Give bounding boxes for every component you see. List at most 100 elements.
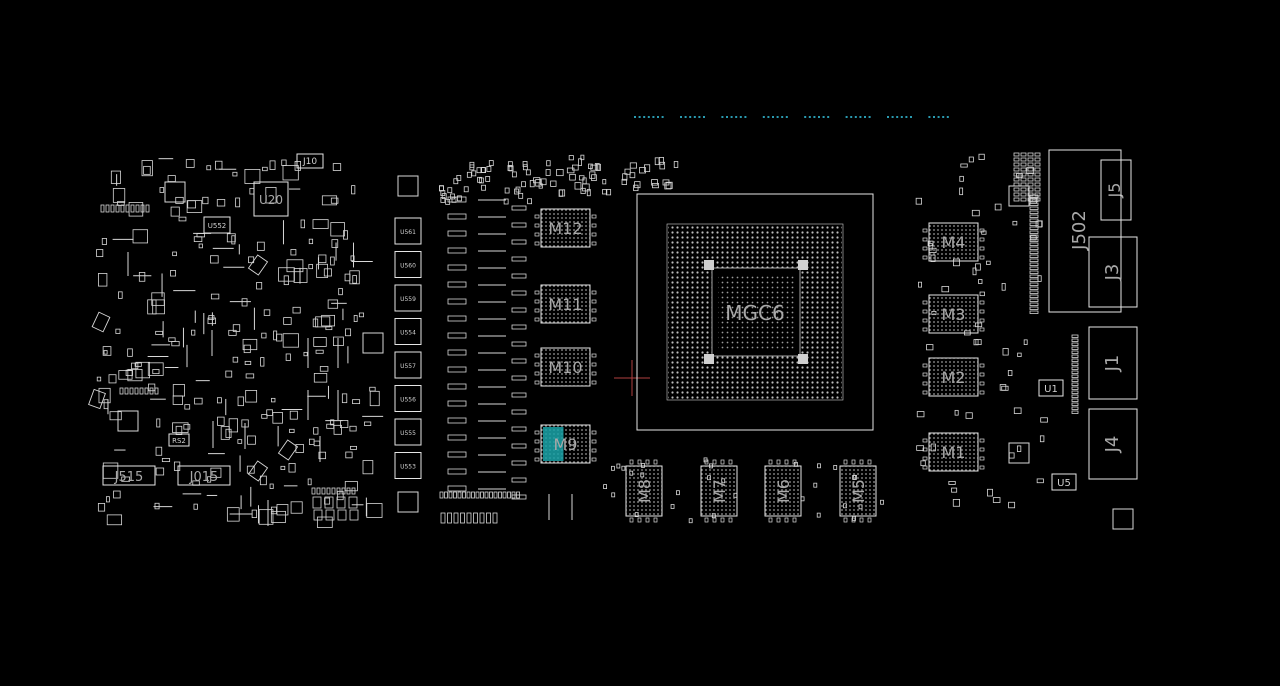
ic-rs2[interactable]: RS2 <box>168 433 190 447</box>
pad <box>534 317 540 322</box>
net-dot <box>850 116 853 118</box>
connector-j515[interactable]: J515 <box>102 465 156 486</box>
pad <box>776 459 781 465</box>
smd-pad <box>172 251 177 257</box>
smd-pad <box>566 167 575 174</box>
phase-ic-u559[interactable]: U559 <box>394 284 422 312</box>
smd-pad <box>473 512 478 524</box>
smd-pad <box>1027 167 1034 172</box>
net-dot <box>657 116 659 118</box>
smd-pad <box>816 512 821 518</box>
connector-j3[interactable]: J3 <box>1088 236 1138 308</box>
smd-pad <box>350 255 355 262</box>
phase-ic-u557[interactable]: U557 <box>394 351 422 379</box>
ic-u1[interactable]: U1 <box>1038 379 1064 397</box>
connector-j502[interactable]: J502 <box>1048 149 1122 313</box>
memory-chip-m12[interactable]: M12 <box>534 208 597 248</box>
smd-pad <box>228 418 239 433</box>
smd-pad <box>447 281 467 288</box>
phase-ic-u554[interactable]: U554 <box>394 318 422 345</box>
net-dot <box>804 116 807 118</box>
smd-pad <box>1013 192 1020 197</box>
smd-pad <box>307 478 312 486</box>
pad <box>591 299 597 304</box>
pad <box>591 290 597 295</box>
smd-pad <box>144 387 149 395</box>
phase-ic-u561[interactable]: U561 <box>394 217 422 245</box>
smd-pad <box>353 315 358 322</box>
smd-pad <box>175 425 183 435</box>
memory-chip-m1[interactable]: M1 <box>922 432 985 472</box>
smd-pad <box>124 387 129 395</box>
memory-chip-m4[interactable]: M4 <box>922 222 985 262</box>
smd-pad <box>1071 334 1079 338</box>
gpu-package[interactable]: MGC6 <box>636 193 874 431</box>
ic-u552[interactable]: U552 <box>203 216 231 234</box>
smd-pad <box>248 256 255 264</box>
smd-pad <box>308 238 314 245</box>
smd-pad <box>918 281 922 288</box>
phase-ic-u560[interactable]: U560 <box>394 251 422 278</box>
pad <box>629 517 634 523</box>
pad <box>922 309 928 314</box>
smd-pad <box>1013 407 1022 414</box>
smd-pad <box>1013 172 1020 177</box>
smd-pad <box>484 491 489 499</box>
memory-chip-m8[interactable]: M8 <box>625 459 663 523</box>
smd-pad <box>113 490 121 499</box>
pad <box>534 241 540 246</box>
smd-pad <box>125 369 133 376</box>
smd-pad <box>975 339 982 346</box>
net-dot <box>822 116 825 118</box>
smd-pad <box>1071 354 1079 358</box>
net-dot <box>767 116 770 118</box>
connector-j4[interactable]: J4 <box>1088 408 1138 480</box>
smd-pad <box>994 203 1002 211</box>
smd-pad <box>270 510 286 523</box>
net-dot <box>776 116 779 118</box>
connector-j10[interactable]: J10 <box>296 153 324 169</box>
smd-pad <box>673 161 679 168</box>
smd-pad <box>108 374 117 384</box>
smd-pad <box>580 154 585 161</box>
smd-pad <box>1020 157 1027 162</box>
memory-chip-body <box>839 465 877 517</box>
memory-chip-m7[interactable]: M7 <box>700 459 738 523</box>
pad <box>591 241 597 246</box>
smd-pad <box>336 496 346 509</box>
smd-pad <box>954 409 959 416</box>
connector-j5[interactable]: J5 <box>1100 159 1132 221</box>
memory-chip-m9[interactable]: M9 <box>534 424 597 464</box>
smd-pad <box>514 188 519 195</box>
smd-pad <box>971 209 980 217</box>
memory-chip-m3[interactable]: M3 <box>922 294 985 334</box>
phase-ic-u553[interactable]: U553 <box>394 452 422 479</box>
pad <box>922 390 928 395</box>
smd-pad <box>269 160 276 170</box>
connector-j015[interactable]: J015 <box>177 465 231 486</box>
smd-pad <box>352 275 357 284</box>
phase-ic-u556[interactable]: U556 <box>394 385 422 412</box>
phase-ic-u555[interactable]: U555 <box>394 418 422 446</box>
memory-chip-m6[interactable]: M6 <box>764 459 802 523</box>
memory-chip-m11[interactable]: M11 <box>534 284 597 324</box>
smd-pad <box>1027 152 1034 157</box>
smd-pad <box>1027 187 1034 192</box>
memory-chip-m5[interactable]: M5 <box>839 459 877 523</box>
net-dot <box>854 116 857 118</box>
smd-pad <box>1036 478 1044 484</box>
memory-chip-m10[interactable]: M10 <box>534 347 597 387</box>
memory-chip-label: M6 <box>774 479 793 503</box>
smd-pad <box>331 239 339 248</box>
connector-j1[interactable]: J1 <box>1088 326 1138 400</box>
smd-pad <box>1034 167 1041 172</box>
ic-u20[interactable]: U20 <box>253 181 289 217</box>
smd-pad <box>135 361 150 379</box>
smd-pad <box>271 397 276 403</box>
smd-pad <box>152 299 165 315</box>
memory-chip-m2[interactable]: M2 <box>922 357 985 397</box>
connector-j015-label: J015 <box>189 470 219 485</box>
smd-pad <box>453 512 459 524</box>
ic-u5[interactable]: U5 <box>1051 473 1077 491</box>
